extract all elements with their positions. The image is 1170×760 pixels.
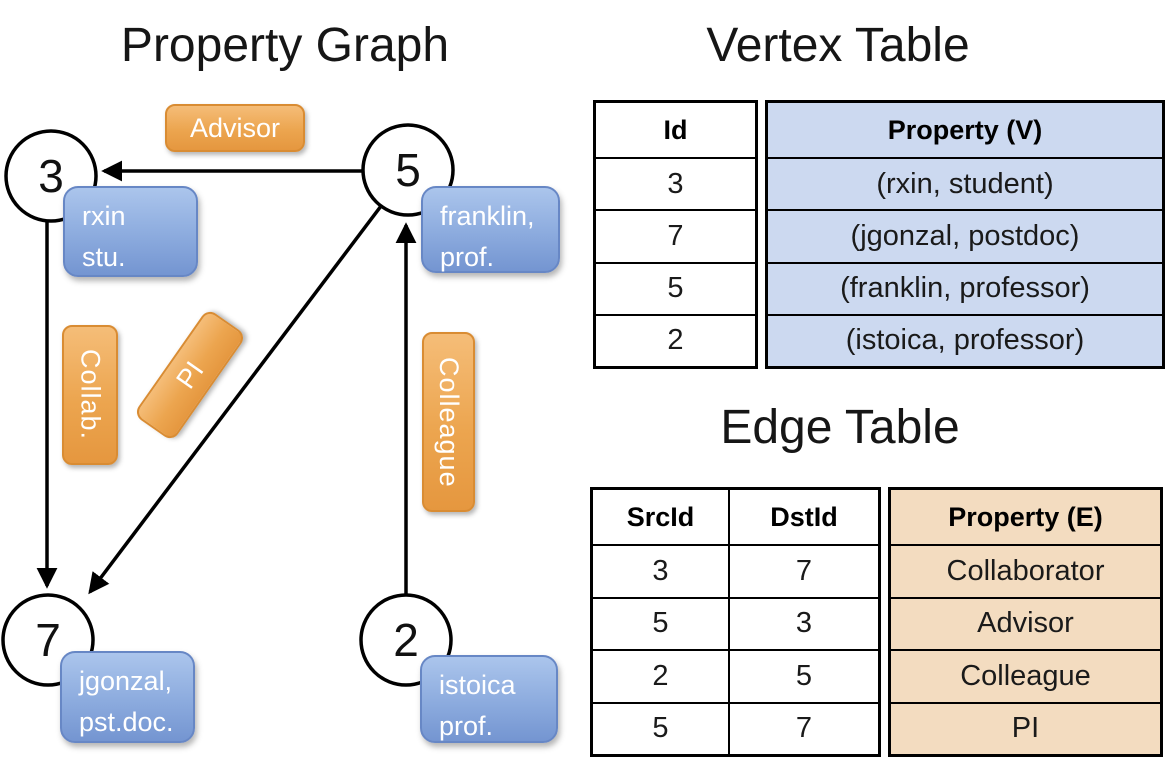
- edge-pi-5-to-7: [88, 204, 383, 595]
- vertex-table-property-header: Property (V): [768, 103, 1162, 157]
- edge-table-property-cell: Colleague: [891, 649, 1160, 702]
- edge-table: SrcId DstId 3 7 5 3 2 5 5 7 Property (E)…: [590, 487, 1163, 757]
- edge-table-dstid-cell: 7: [728, 544, 878, 597]
- node-5-id: 5: [395, 144, 421, 196]
- vertex-label-istoica: istoica prof.: [420, 655, 558, 743]
- edge-table-dstid-header: DstId: [728, 490, 878, 544]
- vertex-label-rxin: rxin stu.: [63, 186, 198, 277]
- vertex-table-property-cell: (rxin, student): [768, 157, 1162, 210]
- vertex-label-jgonzal-line1: jgonzal,: [79, 666, 173, 696]
- vertex-table: Id 3 7 5 2 Property (V) (rxin, student) …: [593, 100, 1165, 369]
- vertex-table-id-cell: 2: [596, 313, 755, 366]
- edge-table-srcid-cell: 3: [593, 544, 728, 597]
- edge-label-advisor: Advisor: [165, 104, 305, 152]
- vertex-label-istoica-line1: istoica: [439, 670, 516, 700]
- edge-table-property-header: Property (E): [891, 490, 1160, 544]
- property-graph-panel: Property Graph 3 5 7 2 Advisor Collab. P…: [1, 19, 560, 743]
- vertex-table-id-cell: 5: [596, 261, 755, 314]
- edge-table-id-columns: SrcId DstId 3 7 5 3 2 5 5 7: [590, 487, 881, 757]
- vertex-table-title: Vertex Table: [706, 19, 970, 72]
- property-graph-title: Property Graph: [120, 19, 450, 72]
- edge-table-column-gap: [881, 487, 888, 757]
- vertex-label-franklin-line2: prof.: [440, 241, 495, 272]
- vertex-table-property-cell: (jgonzal, postdoc): [768, 209, 1162, 262]
- vertex-label-rxin-line1: rxin: [82, 201, 126, 231]
- node-2-id: 2: [393, 614, 419, 666]
- vertex-label-franklin: franklin, prof.: [421, 186, 560, 273]
- edge-table-srcid-cell: 2: [593, 649, 728, 702]
- vertex-label-jgonzal-line2: pst.doc.: [79, 706, 174, 737]
- edge-table-dstid-cell: 5: [728, 649, 878, 702]
- vertex-table-id-column: Id 3 7 5 2: [593, 100, 758, 369]
- node-7-id: 7: [35, 614, 61, 666]
- edge-table-property-cell: Collaborator: [891, 544, 1160, 597]
- vertex-label-rxin-line2: stu.: [82, 241, 126, 272]
- vertex-table-column-gap: [758, 100, 765, 369]
- node-3-id: 3: [38, 150, 64, 202]
- vertex-table-id-cell: 3: [596, 157, 755, 209]
- edge-table-property-cell: PI: [891, 701, 1160, 754]
- vertex-label-istoica-line2: prof.: [439, 710, 494, 741]
- edge-table-srcid-cell: 5: [593, 701, 728, 755]
- edge-table-property-column: Property (E) Collaborator Advisor Collea…: [888, 487, 1163, 757]
- edge-label-colleague: Colleague: [422, 332, 475, 512]
- edge-table-property-cell: Advisor: [891, 596, 1160, 649]
- vertex-table-id-cell: 7: [596, 209, 755, 261]
- edge-table-dstid-cell: 7: [728, 701, 878, 754]
- vertex-label-franklin-line1: franklin,: [440, 201, 535, 231]
- edge-table-srcid-cell: 5: [593, 596, 728, 650]
- edge-table-dstid-cell: 3: [728, 596, 878, 649]
- vertex-table-property-column: Property (V) (rxin, student) (jgonzal, p…: [765, 100, 1165, 369]
- vertex-table-property-cell: (franklin, professor): [768, 261, 1162, 314]
- edge-label-collab: Collab.: [62, 325, 118, 465]
- vertex-label-jgonzal: jgonzal, pst.doc.: [60, 651, 195, 743]
- edge-table-srcid-header: SrcId: [626, 501, 695, 532]
- vertex-table-id-header: Id: [663, 114, 688, 145]
- vertex-table-property-cell: (istoica, professor): [768, 313, 1162, 366]
- edge-table-title: Edge Table: [720, 401, 960, 454]
